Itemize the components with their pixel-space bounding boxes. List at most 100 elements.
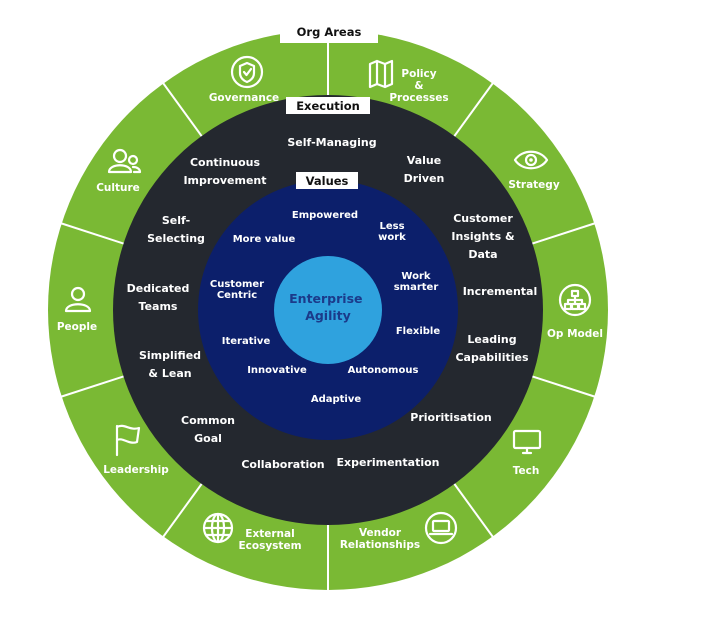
org-area-label-line: Policy — [401, 68, 436, 80]
values-item-label-line: Innovative — [247, 365, 307, 376]
execution-item-label-line: & Lean — [148, 367, 191, 380]
execution-item-label-line: Dedicated — [127, 282, 190, 295]
execution-item-label-line: Data — [468, 248, 497, 261]
execution-item-label-line: Self-Managing — [287, 136, 376, 149]
execution-item-label-line: Value — [407, 154, 441, 167]
org-area-label: Policy&Processes — [389, 68, 448, 104]
org-area-item: Op Model — [547, 283, 603, 340]
values-item-label-line: Less — [379, 221, 404, 232]
org-areas-title: Org Areas — [280, 21, 378, 43]
org-area-label-line: & — [414, 80, 423, 92]
values-item-label: Adaptive — [311, 394, 362, 405]
ring-divider — [57, 221, 129, 247]
values-item-label-line: work — [378, 232, 406, 243]
core-circle — [274, 256, 382, 364]
org-area-item: Culture — [96, 148, 142, 194]
values-item-label-line: Empowered — [292, 210, 358, 221]
execution-item-label-line: Continuous — [190, 156, 261, 169]
org-area-label-line: External — [245, 528, 294, 540]
execution-label-text: Execution — [296, 99, 360, 113]
execution-item-label-line: Customer — [453, 212, 513, 225]
execution-item-label: Experimentation — [337, 456, 440, 469]
execution-label: Execution — [286, 97, 370, 114]
org-area-label-line: People — [57, 321, 97, 333]
org-area-label: Leadership — [103, 464, 169, 476]
values-item-label-line: Customer — [210, 279, 264, 290]
org-area-item: Policy&Processes — [368, 59, 449, 104]
values-label-text: Values — [306, 174, 349, 188]
execution-item-label-line: Prioritisation — [410, 411, 491, 424]
shield-check-icon — [230, 55, 264, 89]
org-area-label-line: Processes — [389, 92, 448, 104]
execution-item-label: Prioritisation — [410, 411, 491, 424]
ring-divider — [160, 79, 206, 141]
ring-divider — [160, 479, 206, 541]
execution-item-label-line: Simplified — [139, 349, 201, 362]
org-area-label: Governance — [209, 92, 279, 104]
org-area-label-line: Governance — [209, 92, 279, 104]
person-icon — [64, 286, 92, 313]
values-item-label-line: smarter — [394, 282, 439, 293]
core-label-line-2: Agility — [305, 308, 351, 323]
values-item-label: Empowered — [292, 210, 358, 221]
laptop-icon — [424, 511, 458, 545]
execution-item-label-line: Common — [181, 414, 235, 427]
values-label: Values — [296, 172, 358, 189]
flag-icon — [115, 424, 141, 457]
org-area-item: People — [57, 286, 97, 333]
execution-item-label-line: Collaboration — [241, 458, 324, 471]
values-item-label: Iterative — [222, 336, 271, 347]
execution-label-box — [286, 97, 370, 114]
execution-item-label-line: Experimentation — [337, 456, 440, 469]
ring-divider — [57, 373, 129, 399]
org-area-label-line: Leadership — [103, 464, 169, 476]
execution-item-label: Simplified & Lean — [139, 349, 201, 380]
values-item-label-line: More value — [233, 234, 296, 245]
org-areas-title-box — [280, 21, 378, 43]
execution-item-label: Self- Selecting — [147, 214, 205, 245]
values-item-label: More value — [233, 234, 296, 245]
eye-icon — [513, 150, 549, 170]
org-area-label: Strategy — [508, 179, 560, 191]
execution-item-label-line: Selecting — [147, 232, 205, 245]
org-area-label: Culture — [96, 182, 140, 194]
org-area-label-line: Tech — [513, 465, 540, 477]
execution-item-label-line: Capabilities — [455, 351, 528, 364]
execution-item-label-line: Driven — [404, 172, 445, 185]
org-area-item: Strategy — [508, 150, 560, 191]
org-area-label: Op Model — [547, 328, 603, 340]
org-area-item: Governance — [209, 55, 279, 104]
values-item-label: Flexible — [396, 326, 441, 337]
ring-divider — [450, 479, 496, 541]
org-area-label: Tech — [513, 465, 540, 477]
execution-item-label-line: Leading — [467, 333, 516, 346]
org-area-label-line: Op Model — [547, 328, 603, 340]
monitor-icon — [512, 429, 542, 455]
org-areas-dividers — [57, 26, 599, 594]
org-area-label: People — [57, 321, 97, 333]
org-area-label-line: Strategy — [508, 179, 560, 191]
org-area-item: Leadership — [103, 424, 169, 476]
core-label-line-1: Enterprise — [289, 291, 362, 306]
values-label-box — [296, 172, 358, 189]
execution-item-label-line: Goal — [194, 432, 222, 445]
map-icon — [368, 59, 394, 89]
ring-divider — [527, 373, 599, 399]
org-area-label-line: Vendor — [359, 527, 402, 539]
org-chart-icon — [558, 283, 592, 317]
org-area-label-line: Ecosystem — [238, 540, 301, 552]
values-item-label-line: Autonomous — [348, 365, 419, 376]
execution-item-label-line: Self- — [162, 214, 190, 227]
execution-item-label: Collaboration — [241, 458, 324, 471]
